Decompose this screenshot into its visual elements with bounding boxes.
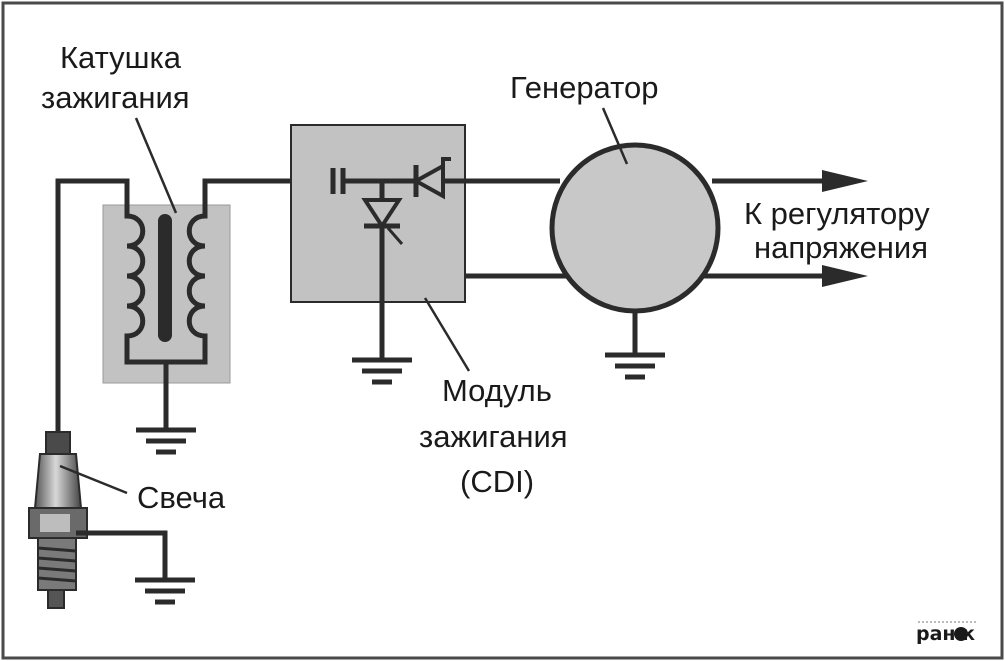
primary-winding <box>124 196 166 365</box>
leader-cdi <box>423 297 471 372</box>
label-generator: Генератор <box>510 70 658 105</box>
publisher-logo: ран к <box>916 621 978 645</box>
leader-spark-plug <box>59 464 128 495</box>
label-regulator-line1: К регулятору <box>744 196 930 231</box>
leader-coil <box>134 117 178 214</box>
ignition-coil <box>102 196 231 455</box>
cdi-module <box>290 124 560 385</box>
arrow-to-regulator-top <box>712 170 868 192</box>
label-module-line2: зажигания <box>419 419 568 454</box>
spark-plug-terminal <box>45 431 71 455</box>
generator-circle <box>549 142 721 314</box>
label-coil-line1: Катушка <box>60 40 182 75</box>
logo-dot-icon <box>954 627 968 641</box>
spark-plug <box>28 431 195 609</box>
coil-core <box>158 214 172 342</box>
arrow-to-regulator-bottom <box>702 265 868 287</box>
label-module-line3: (CDI) <box>460 464 534 499</box>
ground-symbol-generator <box>605 352 665 380</box>
label-spark-plug: Свеча <box>137 480 226 515</box>
label-coil-line2: зажигания <box>41 80 190 115</box>
label-module-line1: Модуль <box>442 373 552 408</box>
label-regulator-line2: напряжения <box>754 230 928 265</box>
wire-coil-to-cdi <box>202 178 330 196</box>
secondary-winding <box>166 196 208 365</box>
leader-generator <box>601 107 629 165</box>
ground-symbol-cdi <box>352 357 412 385</box>
generator <box>549 142 721 380</box>
ground-symbol-coil <box>136 427 196 455</box>
ground-symbol-plug <box>135 577 195 605</box>
thyristor <box>361 198 403 230</box>
wire-coil-to-plug <box>55 178 130 432</box>
spark-plug-thread <box>37 537 77 591</box>
spark-plug-insulator <box>33 453 83 509</box>
